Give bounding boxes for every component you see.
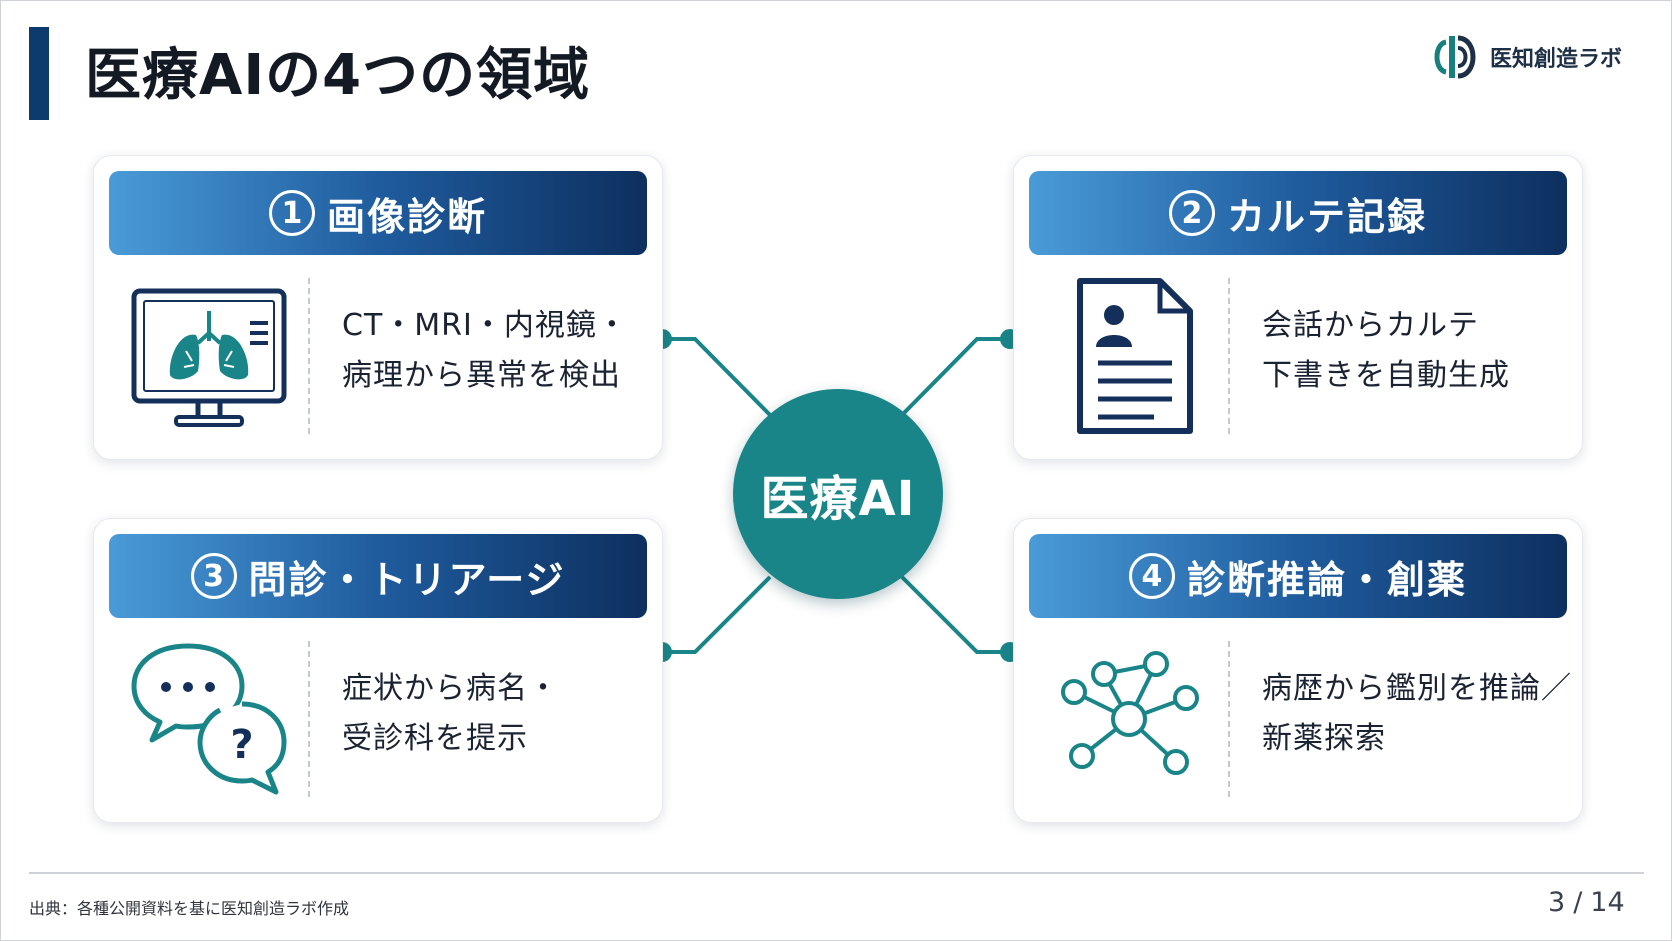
card-divider [1228, 278, 1230, 434]
card-header: 4 診断推論・創薬 [1029, 534, 1567, 618]
card-image-diagnosis: 1 画像診断 CT・MRI・内視鏡・ 病理から異常を検出 [93, 155, 663, 460]
card-description-line: 会話からカルテ [1262, 308, 1479, 343]
card-description-line: CT・MRI・内視鏡・ [342, 308, 628, 343]
chat-bubbles-icon: ? [131, 643, 287, 795]
card-number-badge: 2 [1168, 190, 1215, 236]
card-medical-records: 2 カルテ記録 会話からカルテ 下書きを自動生成 [1013, 155, 1583, 460]
patient-document-icon [1077, 278, 1193, 434]
card-description: 症状から病名・ 受診科を提示 [342, 664, 652, 764]
center-hub-label: 医療AI [760, 471, 916, 527]
card-description-line: 受診科を提示 [342, 721, 528, 756]
card-diagnostic-reasoning: 4 診断推論・創薬 病歴から鑑別を推論／ 新薬探索 [1013, 518, 1583, 823]
card-number-badge: 1 [268, 190, 315, 236]
card-title: 画像診断 [326, 194, 487, 239]
footer-divider [29, 872, 1644, 874]
card-divider [1228, 641, 1230, 797]
card-interview-triage: 3 問診・トリアージ ? 症状から病名・ 受診科を提示 [93, 518, 663, 823]
page-title: 医療AIの4つの領域 [85, 43, 591, 108]
card-title: 問診・トリアージ [248, 557, 566, 602]
brand-logo: 医知創造ラボ [1434, 26, 1644, 86]
card-description-line: 症状から病名・ [342, 671, 559, 706]
page-separator: / [1573, 887, 1583, 918]
card-divider [308, 278, 310, 434]
title-accent-bar [29, 27, 49, 120]
card-number-badge: 3 [190, 553, 237, 599]
card-description: 病歴から鑑別を推論／ 新薬探索 [1262, 664, 1572, 764]
card-description-line: 病歴から鑑別を推論／ [1262, 671, 1572, 706]
card-description-line: 病理から異常を検出 [342, 358, 621, 393]
card-description: 会話からカルテ 下書きを自動生成 [1262, 301, 1572, 401]
card-number-badge: 4 [1128, 553, 1175, 599]
brand-name: 医知創造ラボ [1490, 47, 1623, 72]
card-header: 1 画像診断 [109, 171, 647, 255]
card-title: 診断推論・創薬 [1186, 557, 1467, 602]
page-indicator: 3/14 [1548, 887, 1625, 918]
card-header: 3 問診・トリアージ [109, 534, 647, 618]
source-note: 出典：各種公開資料を基に医知創造ラボ作成 [29, 899, 350, 918]
brand-mark-icon [1434, 35, 1476, 79]
monitor-lungs-icon [131, 288, 287, 427]
page-total: 14 [1590, 887, 1625, 918]
card-header: 2 カルテ記録 [1029, 171, 1567, 255]
card-description: CT・MRI・内視鏡・ 病理から異常を検出 [342, 301, 652, 401]
card-description-line: 下書きを自動生成 [1262, 358, 1510, 393]
page-current: 3 [1548, 887, 1566, 918]
molecule-network-icon [1061, 651, 1199, 775]
card-description-line: 新薬探索 [1262, 721, 1386, 756]
center-hub: 医療AI [733, 389, 943, 599]
svg-text:?: ? [230, 722, 253, 768]
card-divider [308, 641, 310, 797]
card-title: カルテ記録 [1226, 194, 1427, 239]
